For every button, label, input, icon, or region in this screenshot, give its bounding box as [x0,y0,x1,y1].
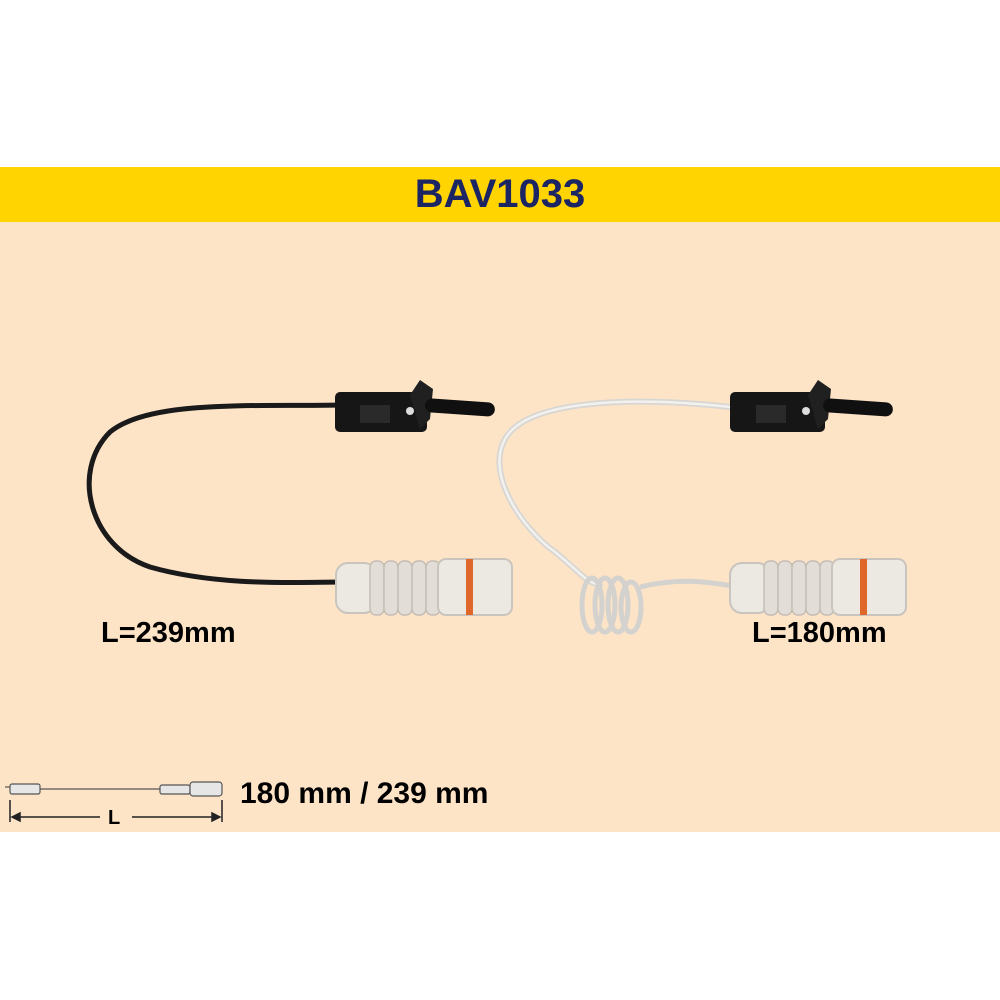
sensor-head-left [335,558,513,616]
title-band [0,167,1000,222]
black-wear-sensor [86,380,513,616]
product-illustration [86,380,907,635]
length-dimension-diagram [5,781,223,823]
black-connector-right [730,380,893,432]
black-connector-left [335,380,495,432]
length-label-left: L=239mm [101,617,236,649]
dimension-range-text: 180 mm / 239 mm [240,777,489,810]
product-code-title: BAV1033 [414,172,586,216]
black-cable [86,402,348,586]
sensor-head-right [729,558,907,616]
product-card: BAV1033 [0,167,1000,832]
dimension-arrow [9,800,223,823]
white-wear-sensor [496,380,907,635]
white-cable [496,398,733,588]
length-label-right: L=180mm [752,617,887,649]
dimension-symbol: L [108,807,121,829]
coiled-section [579,575,739,635]
mini-sensor-icon [5,781,223,797]
